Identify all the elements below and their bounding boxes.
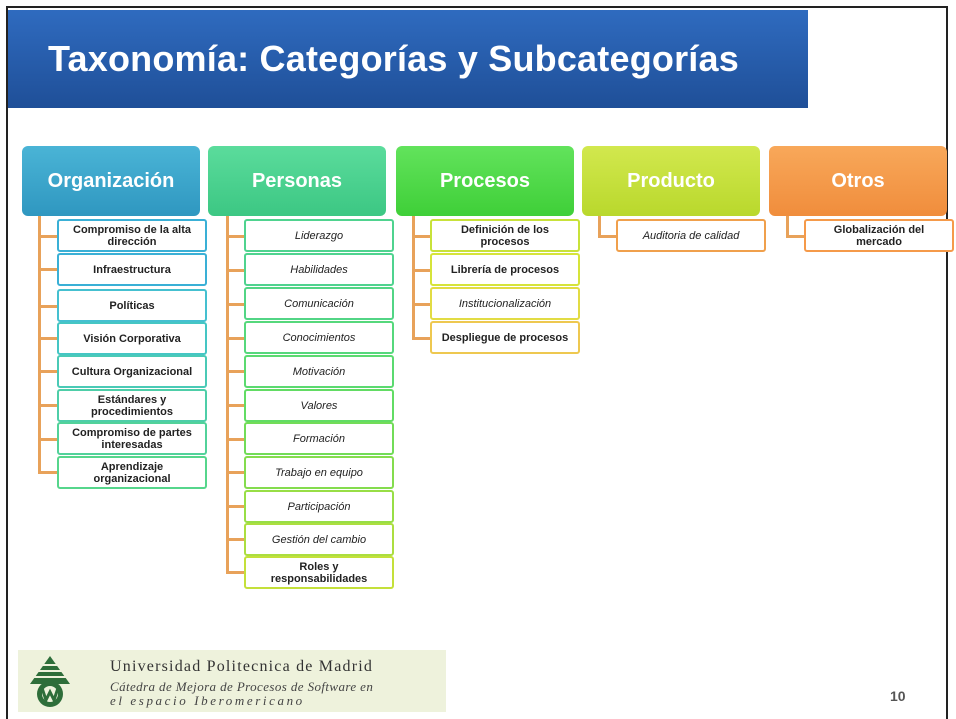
connector-branch [412,235,432,238]
subcategory-item: Visión Corporativa [57,322,207,355]
connector-branch [412,337,432,340]
slide-frame [6,6,948,719]
connector-procesos [412,216,415,339]
connector-branch [226,505,246,508]
university-emblem-icon [30,656,70,707]
connector-branch [226,337,246,340]
subcategory-item: Liderazgo [244,219,394,252]
connector-branch [226,471,246,474]
connector-branch [38,268,58,271]
subcategory-item: Compromiso de la alta dirección [57,219,207,252]
connector-branch [226,404,246,407]
title-bar: Taxonomía: Categorías y Subcategorías [8,10,808,108]
subcategory-item: Compromiso de partes interesadas [57,422,207,455]
university-logo-block: Universidad Politecnica de Madrid Cátedr… [18,650,446,712]
subcategory-item: Despliegue de procesos [430,321,580,354]
category-header-producto: Producto [582,146,760,216]
connector-branch [38,305,58,308]
connector-branch [38,337,58,340]
connector-branch [412,303,432,306]
connector-producto [598,216,601,238]
subcategory-item: Auditoria de calidad [616,219,766,252]
connector-branch [226,303,246,306]
connector-personas [226,216,229,573]
connector-branch [412,269,432,272]
connector-branch [38,471,58,474]
subcategory-item: Formación [244,422,394,455]
category-header-procesos: Procesos [396,146,574,216]
connector-otros [786,216,789,238]
subcategory-item: Valores [244,389,394,422]
subcategory-item: Aprendizaje organizacional [57,456,207,489]
subcategory-item: Roles y responsabilidades [244,556,394,589]
subcategory-item: Comunicación [244,287,394,320]
subcategory-item: Gestión del cambio [244,523,394,556]
subcategory-item: Participación [244,490,394,523]
subcategory-item: Motivación [244,355,394,388]
subcategory-item: Globalización del mercado [804,219,954,252]
connector-branch [226,438,246,441]
chair-name-line2: el espacio Iberomericano [110,693,305,708]
subcategory-item: Librería de procesos [430,253,580,286]
connector-organizacion [38,216,41,474]
page-title: Taxonomía: Categorías y Subcategorías [48,38,739,79]
connector-branch [226,235,246,238]
connector-branch [598,235,618,238]
connector-branch [226,370,246,373]
subcategory-item: Habilidades [244,253,394,286]
page-number: 10 [890,688,906,704]
subcategory-item: Institucionalización [430,287,580,320]
connector-branch [226,538,246,541]
chair-name-line1: Cátedra de Mejora de Procesos de Softwar… [110,679,374,694]
university-name: Universidad Politecnica de Madrid [110,658,374,675]
category-header-organizacion: Organización [22,146,200,216]
category-header-personas: Personas [208,146,386,216]
connector-branch [38,438,58,441]
subcategory-item: Conocimientos [244,321,394,354]
connector-branch [38,370,58,373]
subcategory-item: Estándares y procedimientos [57,389,207,422]
connector-branch [38,404,58,407]
connector-branch [226,571,246,574]
subcategory-item: Políticas [57,289,207,322]
connector-branch [786,235,806,238]
subcategory-item: Infraestructura [57,253,207,286]
connector-branch [226,269,246,272]
subcategory-item: Cultura Organizacional [57,355,207,388]
subcategory-item: Definición de los procesos [430,219,580,252]
subcategory-item: Trabajo en equipo [244,456,394,489]
category-header-otros: Otros [769,146,947,216]
connector-branch [38,235,58,238]
